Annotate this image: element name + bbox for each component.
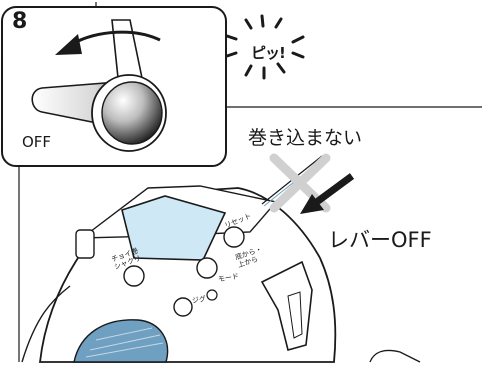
sound-burst-icon <box>225 14 305 80</box>
direction-arrow-icon <box>300 173 355 214</box>
arrow-head-icon <box>55 34 82 55</box>
step-inset <box>1 6 227 167</box>
step-number: 8 <box>12 9 28 34</box>
no-winding-caption: 巻き込まない <box>248 127 363 149</box>
rotate-arrow-icon <box>71 30 161 46</box>
reel-screen <box>121 195 227 261</box>
reel-foot <box>369 349 421 363</box>
reel-lever-slot <box>287 291 303 339</box>
reel-rim <box>21 285 71 363</box>
reel-spool <box>73 319 169 363</box>
reel-button-jig <box>173 297 193 317</box>
reel-button-left <box>123 265 145 287</box>
reel-lever <box>260 260 313 351</box>
reel-illustration <box>21 185 421 363</box>
sound-effect-label: ピッ! <box>251 44 286 62</box>
reel-button-reset <box>223 226 245 248</box>
reel-button-mode <box>196 257 218 279</box>
switch-off-label: OFF <box>22 133 52 151</box>
reel-side-knob <box>75 229 95 259</box>
spool-lines <box>85 327 164 358</box>
lever-knob <box>101 81 163 145</box>
reel-small-button <box>206 289 218 301</box>
lever-off-caption: レバーOFF <box>328 228 432 252</box>
